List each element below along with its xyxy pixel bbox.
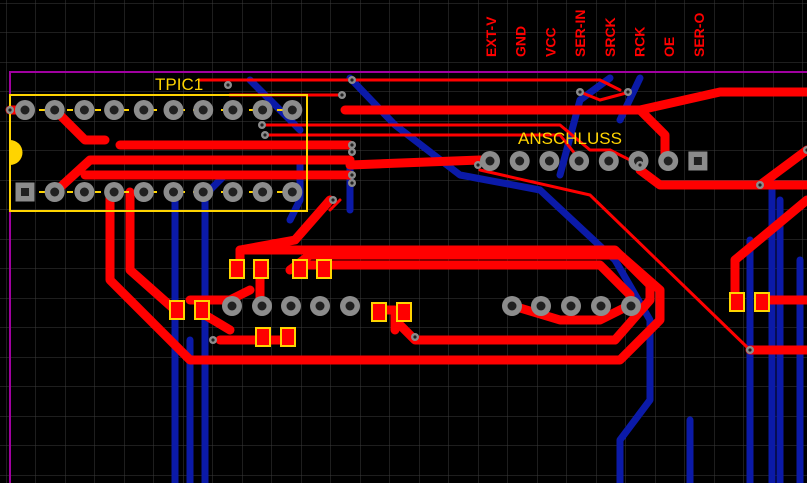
- via: [756, 181, 764, 189]
- via: [348, 171, 356, 179]
- smd-pad: [255, 327, 271, 347]
- connector-pin-label: RCK: [632, 27, 648, 57]
- via: [474, 161, 482, 169]
- smd-pad: [316, 259, 332, 279]
- top-copper-layer: [5, 78, 807, 365]
- tpic1-pad-pin1: [15, 182, 35, 202]
- tpic1-pad-bottom: [222, 182, 243, 202]
- tpic1-pad-top: [193, 100, 214, 120]
- connector-pin-label: SRCK: [602, 17, 618, 57]
- via: [261, 131, 269, 139]
- tpic1-notch: [10, 140, 23, 165]
- tpic1-pad-top: [133, 100, 154, 120]
- lower-pad: [531, 296, 551, 316]
- connector-pad: [569, 151, 590, 171]
- connector-pin-label: EXT-V: [483, 16, 499, 57]
- tpic1-label: TPIC1: [155, 75, 203, 94]
- lower-pad: [310, 296, 330, 316]
- lower-pad: [222, 296, 242, 316]
- smd-pad: [396, 302, 412, 322]
- tpic1-pad-top: [252, 100, 273, 120]
- connector-pad: [509, 151, 530, 171]
- smd-pad: [292, 259, 308, 279]
- tpic1-pad-bottom: [282, 182, 303, 202]
- tpic1-pad-top: [15, 100, 35, 120]
- tpic1-pads: [15, 100, 303, 202]
- via: [348, 76, 356, 84]
- lower-pad: [561, 296, 581, 316]
- connector-pin-labels: EXT-V GND VCC SER-IN SRCK RCK OE SER-O: [483, 10, 707, 57]
- via: [624, 88, 632, 96]
- tpic1-pad-top: [74, 100, 95, 120]
- connector-pad: [598, 151, 619, 171]
- tpic1-footprint[interactable]: [9, 94, 308, 212]
- smd-pad: [729, 292, 745, 312]
- tpic1-pad-top: [163, 100, 184, 120]
- tpic1-pad-bottom: [44, 182, 65, 202]
- via: [348, 148, 356, 156]
- via: [6, 106, 14, 114]
- via: [258, 121, 266, 129]
- tpic1-pad-bottom: [163, 182, 184, 202]
- tpic1-pad-top: [104, 100, 125, 120]
- lower-pad: [621, 296, 641, 316]
- via: [411, 333, 419, 341]
- connector-pad: [539, 151, 560, 171]
- connector-pin-label: SER-O: [691, 13, 707, 57]
- connector-pin-label: VCC: [542, 27, 558, 57]
- via: [348, 179, 356, 187]
- lower-through-hole-row: [222, 296, 641, 316]
- tpic1-pad-bottom: [104, 182, 125, 202]
- via: [338, 91, 346, 99]
- lower-pad: [252, 296, 272, 316]
- tpic1-pad-bottom: [252, 182, 273, 202]
- lower-pad: [591, 296, 611, 316]
- via: [209, 336, 217, 344]
- smd-pad: [280, 327, 296, 347]
- connector-pin-label: SER-IN: [572, 10, 588, 57]
- via: [746, 346, 754, 354]
- smd-pad: [229, 259, 245, 279]
- smd-pads: [169, 259, 770, 347]
- connector-pad-square: [688, 151, 708, 171]
- via: [224, 81, 232, 89]
- lower-pad: [340, 296, 360, 316]
- tpic1-pad-top: [222, 100, 243, 120]
- via: [329, 196, 337, 204]
- lower-pad: [502, 296, 522, 316]
- vias: [6, 76, 807, 354]
- tpic1-pad-top: [44, 100, 65, 120]
- tpic1-pad-bottom: [193, 182, 214, 202]
- smd-pad: [754, 292, 770, 312]
- board-outline: [9, 71, 807, 483]
- connector-pad: [480, 151, 500, 171]
- via: [348, 141, 356, 149]
- tpic1-pad-bottom: [74, 182, 95, 202]
- connector-pin-label: GND: [513, 26, 529, 57]
- via: [576, 88, 584, 96]
- anschluss-label: ANSCHLUSS: [518, 129, 622, 148]
- tpic1-pad-top: [282, 100, 303, 120]
- smd-pad: [169, 300, 185, 320]
- smd-pad: [253, 259, 269, 279]
- via: [636, 161, 644, 169]
- tpic1-pad-bottom: [133, 182, 154, 202]
- smd-pad: [194, 300, 210, 320]
- connector-pin-label: OE: [661, 37, 677, 57]
- smd-pad: [371, 302, 387, 322]
- anschluss-connector[interactable]: [480, 151, 708, 171]
- connector-pad: [658, 151, 679, 171]
- lower-pad: [281, 296, 301, 316]
